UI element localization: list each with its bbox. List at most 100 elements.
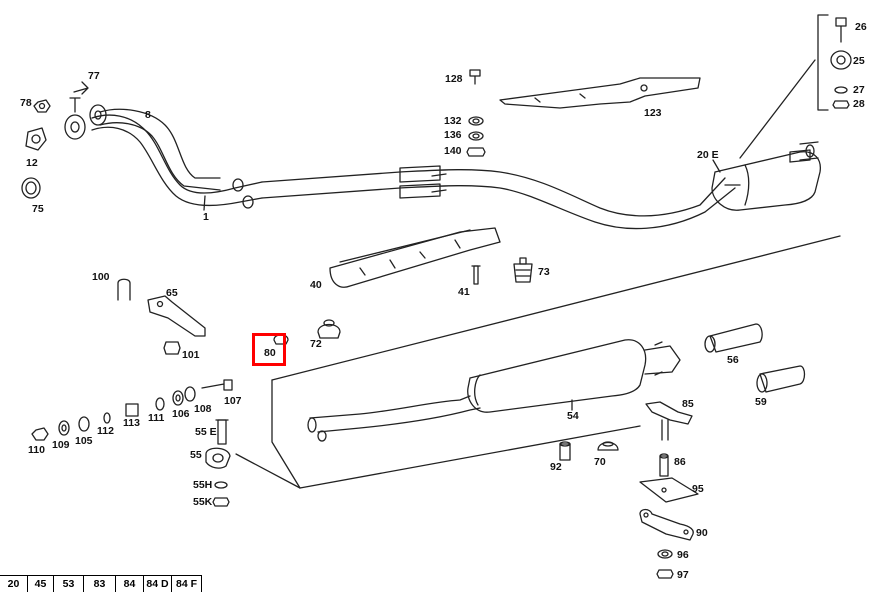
spacer-92 xyxy=(559,441,571,461)
part-label-20e: 20 E xyxy=(697,149,719,161)
part-label-26: 26 xyxy=(855,21,867,33)
footer-cell: 53 xyxy=(54,576,84,592)
part-label-54: 54 xyxy=(567,410,579,422)
part-label-12: 12 xyxy=(26,157,38,169)
ubolt-100 xyxy=(117,278,131,301)
nut-140 xyxy=(466,147,486,157)
washer-96 xyxy=(657,549,673,559)
part-label-55: 55 xyxy=(190,449,202,461)
part-label-123: 123 xyxy=(644,107,662,119)
part-label-80[interactable]: 80 xyxy=(264,347,276,359)
nut-28 xyxy=(832,100,850,109)
nut-97 xyxy=(656,569,674,579)
part-label-1: 1 xyxy=(203,211,209,223)
gasket-12 xyxy=(25,127,47,151)
footer-cell: 45 xyxy=(28,576,54,592)
part-label-28: 28 xyxy=(853,98,865,110)
part-label-105: 105 xyxy=(75,435,93,447)
part-label-101: 101 xyxy=(182,349,200,361)
strap-90 xyxy=(639,508,694,541)
part-label-113: 113 xyxy=(123,417,140,429)
part-label-65: 65 xyxy=(166,287,178,299)
part-label-41: 41 xyxy=(458,286,470,298)
sleeve-113 xyxy=(125,403,139,417)
washer-105 xyxy=(78,416,90,432)
part-label-86: 86 xyxy=(674,456,686,468)
part-label-90: 90 xyxy=(696,527,708,539)
washer-27 xyxy=(834,86,848,94)
screw-41 xyxy=(471,265,481,285)
washer-132 xyxy=(468,116,484,126)
bolt-128 xyxy=(469,69,481,85)
footer-cell: 83 xyxy=(84,576,116,592)
pin-86 xyxy=(659,453,669,477)
footer-cell: 84 D xyxy=(144,576,172,592)
part-label-56: 56 xyxy=(727,354,739,366)
bracket-123 xyxy=(499,77,701,109)
bolt-26 xyxy=(835,17,847,43)
part-label-72: 72 xyxy=(310,338,322,350)
highlight-box-part-80 xyxy=(252,333,286,366)
washer-136 xyxy=(468,131,484,141)
clamp-25 xyxy=(830,50,852,70)
footer-cell: 84 F xyxy=(172,576,202,592)
part-label-77: 77 xyxy=(88,70,100,82)
hanger-85 xyxy=(645,401,693,441)
center-pipes xyxy=(261,165,736,230)
rubber-70 xyxy=(597,441,619,451)
lower-assembly-frame xyxy=(271,235,841,489)
part-label-70: 70 xyxy=(594,456,606,468)
washer-112 xyxy=(103,412,111,424)
part-label-59: 59 xyxy=(755,396,767,408)
washer-111 xyxy=(155,397,165,411)
bolt-107 xyxy=(201,379,233,391)
footer-cell: 20 xyxy=(0,576,28,592)
washer-55h xyxy=(214,481,228,489)
front-pipe-assembly xyxy=(64,81,263,209)
bracket-group-25 xyxy=(817,14,829,111)
part-label-112: 112 xyxy=(97,425,114,437)
part-label-107: 107 xyxy=(224,395,242,407)
washer-109 xyxy=(58,420,70,436)
part-label-92: 92 xyxy=(550,461,562,473)
part-label-100: 100 xyxy=(92,271,110,283)
nut-101 xyxy=(163,341,181,355)
leader-line-55 xyxy=(235,453,301,489)
leader-line-1 xyxy=(203,195,206,211)
rubber-mount-72 xyxy=(317,319,341,339)
bolt-55e xyxy=(215,419,229,445)
part-label-136: 136 xyxy=(444,129,462,141)
part-label-97: 97 xyxy=(677,569,689,581)
tail-pipe-59 xyxy=(756,365,806,393)
part-label-40: 40 xyxy=(310,279,322,291)
part-label-140: 140 xyxy=(444,145,462,157)
part-label-55h: 55H xyxy=(193,479,213,491)
rear-muffler-top xyxy=(711,141,821,211)
nut-78 xyxy=(33,99,51,113)
washer-106 xyxy=(172,390,184,406)
bracket-65 xyxy=(147,295,206,337)
part-label-25: 25 xyxy=(853,55,865,67)
plate-95 xyxy=(639,477,699,503)
mount-73 xyxy=(513,257,533,283)
part-label-132: 132 xyxy=(444,115,462,127)
part-label-106: 106 xyxy=(172,408,190,420)
footer-reference-table: 20 45 53 83 84 84 D 84 F xyxy=(0,575,202,593)
part-label-109: 109 xyxy=(52,439,70,451)
ring-75 xyxy=(21,177,41,199)
nut-110 xyxy=(31,427,49,441)
part-label-73: 73 xyxy=(538,266,550,278)
part-label-85: 85 xyxy=(682,398,694,410)
part-label-111: 111 xyxy=(148,412,165,424)
part-label-55k: 55K xyxy=(193,496,213,508)
washer-108 xyxy=(184,386,196,402)
part-label-95: 95 xyxy=(692,483,704,495)
leader-line-20e xyxy=(712,159,721,173)
clamp-55 xyxy=(205,447,231,469)
middle-muffler-54 xyxy=(307,339,681,442)
footer-cell: 84 xyxy=(116,576,144,592)
part-label-75: 75 xyxy=(32,203,44,215)
part-label-96: 96 xyxy=(677,549,689,561)
part-label-108: 108 xyxy=(194,403,212,415)
